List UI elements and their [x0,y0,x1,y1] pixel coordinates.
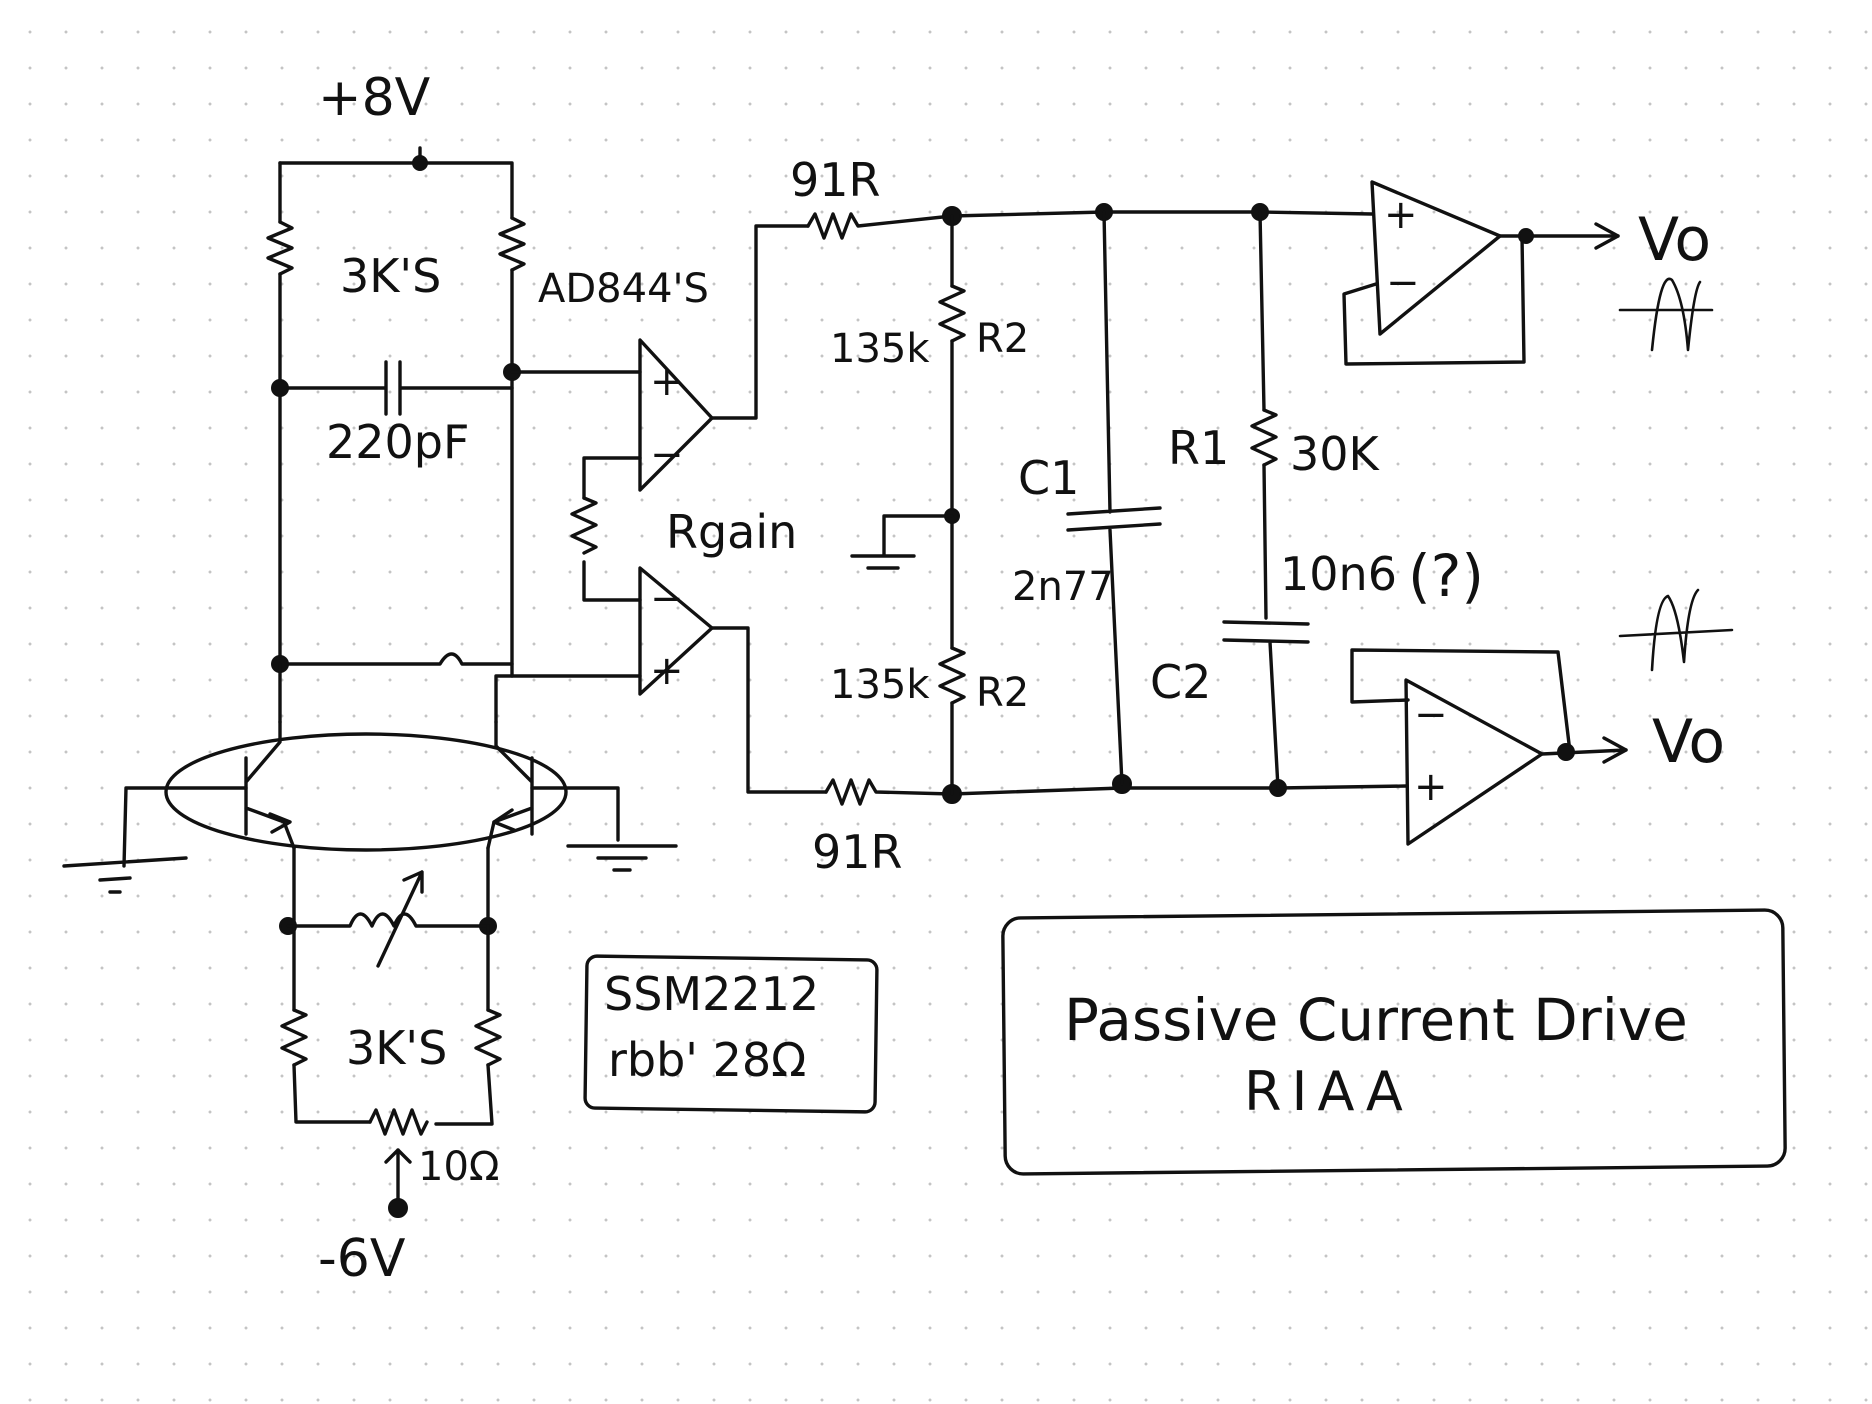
resistor-r2-bottom [938,646,966,705]
resistor-91r-top [806,212,954,240]
title-box [1001,908,1787,1176]
r2-top-value: 135k [830,326,930,372]
trim-inductor [286,912,490,928]
wire-opamp1-out [710,224,810,420]
node-out-bottom [1557,743,1575,761]
buffer-top-plus: + [1384,192,1418,238]
buffer-top-minus: − [1386,260,1420,306]
capacitor-c2 [1222,620,1310,790]
wire-r1-c2 [1262,463,1268,620]
resistor-bottom-left [280,1008,308,1067]
resistor-rgain [570,496,598,555]
opamp-bottom-minus: − [650,576,684,622]
opamp-bottom-plus: + [650,648,684,694]
resistor-top-right [498,216,526,272]
r1-value: 30K [1290,427,1381,481]
wire-to-opamp2-plus [278,652,642,678]
wire-bottom-left-2 [292,1063,372,1124]
c2-question: (?) [1408,542,1484,610]
wire-collector-right [494,674,514,724]
positive-supply-label: +8V [318,68,431,128]
resistor-91r-bottom [824,778,954,806]
arrow-top [1594,222,1620,250]
transistor-left-emitter-arrow [268,812,292,834]
node-supply [412,155,428,171]
wire-opamp2-out [710,626,828,794]
resistor-bottom-right [474,1008,502,1067]
r2-bottom-value: 135k [830,662,930,708]
transistor-left-base [122,786,248,868]
ground-right [566,844,678,872]
ssm2212-note-line1: SSM2212 [604,967,819,1021]
capacitor-c1 [1066,210,1162,786]
opamp-top-minus: − [650,432,684,478]
wire-rgain [582,456,642,602]
ad844-label: AD844'S [538,266,709,312]
wire-bottom-right-2 [434,1063,494,1126]
top-resistors-label: 3K'S [340,249,441,303]
node-out-top [1518,228,1534,244]
buffer-bottom-feedback [1350,648,1572,754]
resistor-10ohm-label: 10Ω [418,1144,499,1190]
transistor-right-emitter-arrow [492,808,516,832]
wiper-10ohm [384,1148,412,1202]
rail-top [950,210,1374,218]
rgain-label: Rgain [666,505,797,559]
opamp-ad844-top [638,338,714,492]
buffer-bottom-plus: + [1414,764,1448,810]
resistor-r1 [1250,408,1278,467]
c2-value: 10n6 [1280,547,1397,601]
ssm2212-note-box [583,954,879,1114]
waveform-top [1618,277,1714,352]
buffer-top-feedback [1342,234,1526,366]
opamp-top-plus: + [650,359,684,405]
negative-supply-label: -6V [318,1229,406,1289]
resistor-91r-bottom-label: 91R [812,825,903,879]
transistor-left [244,720,296,850]
vo-bottom: Vo [1652,707,1725,777]
buffer-bottom-output [1540,748,1628,756]
c2-name: C2 [1150,655,1211,709]
ssm2212-note-line2: rbb' 28Ω [608,1033,806,1087]
bottom-resistors-label: 3K'S [346,1021,447,1075]
resistor-r2-top [938,284,966,343]
r2-top-name: R2 [976,316,1029,362]
c1-name: C1 [1018,451,1079,505]
buffer-bottom-minus: − [1414,692,1448,738]
rail-bottom [950,784,1408,796]
node-left-cap [271,379,289,397]
title-line1: Passive Current Drive [1064,986,1688,1054]
capacitor-220pf-label: 220pF [326,415,469,469]
buffer-bottom [1404,678,1544,846]
transistor-right-base [530,786,620,842]
vo-top: Vo [1638,205,1711,275]
title-line2: RIAA [1244,1060,1413,1123]
c1-value: 2n77 [1012,564,1114,610]
waveform-bottom [1618,588,1734,672]
capacitor-220pf [278,360,514,416]
r2-bottom-name: R2 [976,670,1029,716]
ssm2212-package [164,732,568,852]
resistor-10ohm [368,1108,429,1136]
resistor-top-left [266,220,294,276]
buffer-top [1370,180,1502,336]
ground-mid [850,514,954,570]
wire-r1-top [1258,210,1266,412]
opamp-ad844-bottom [638,566,714,696]
trim-arrow [376,870,424,968]
positive-rail [278,146,514,220]
r1-name: R1 [1168,421,1229,475]
ground-left [62,856,188,894]
node-negative-supply [388,1198,408,1218]
resistor-91r-top-label: 91R [790,153,881,207]
arrow-bottom [1602,736,1628,764]
